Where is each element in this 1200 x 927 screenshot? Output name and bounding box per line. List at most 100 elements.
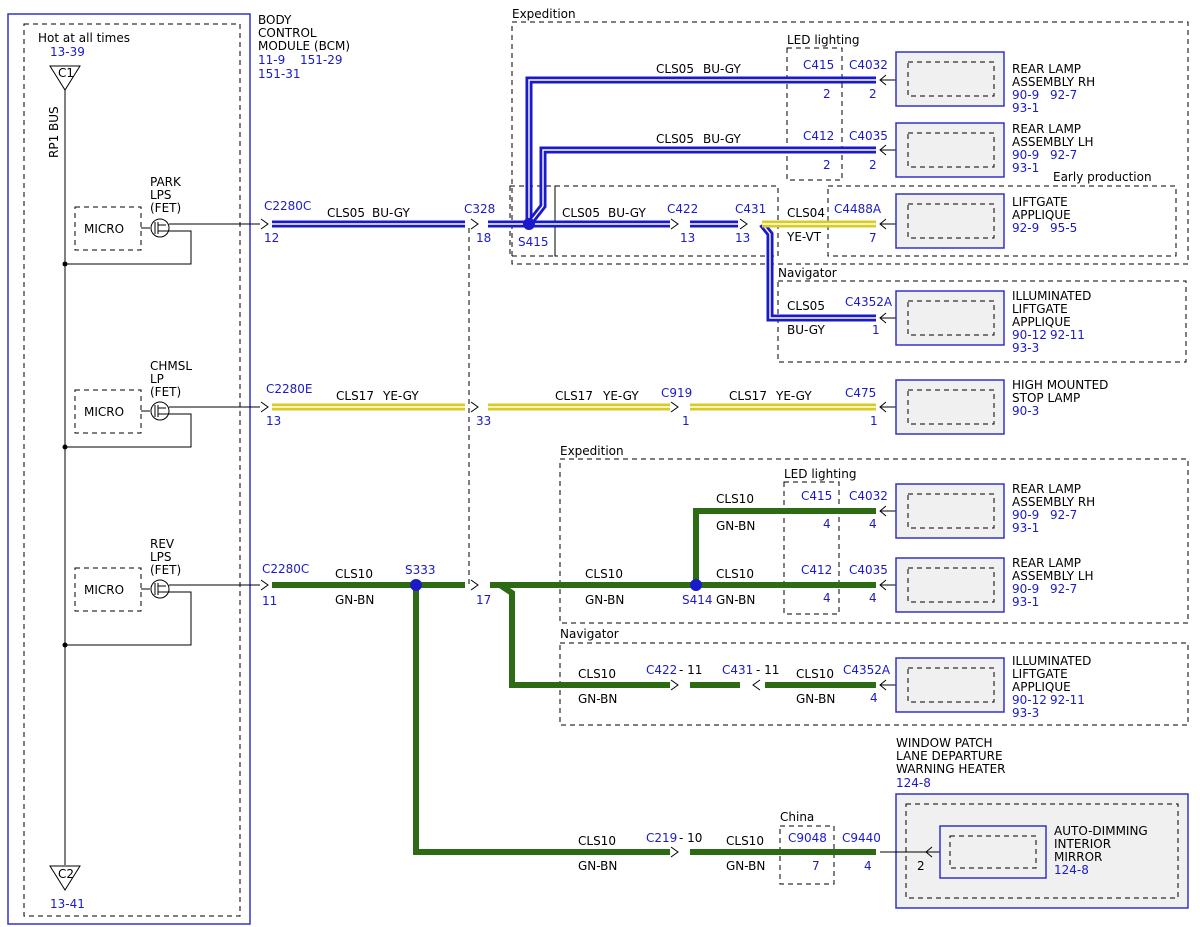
c1-terminal-icon [49, 65, 81, 91]
c1-ref: 13-39 [50, 45, 85, 59]
liftgate-applique: LIFTGATE APPLIQUE 92-9 95-5 [879, 193, 1077, 249]
color-label: BU-GY [703, 132, 741, 146]
pin-label: 4 [869, 591, 877, 605]
circuit-label: CLS10 [578, 834, 616, 848]
illuminated-liftgate-top: ILLUMINATED LIFTGATE APPLIQUE 90-12 92-1… [879, 289, 1091, 355]
c2-label: C2 [58, 867, 74, 881]
c1-label: C1 [58, 66, 74, 80]
illum-bot-ref-2: 92-11 [1050, 693, 1085, 707]
pin-label: 7 [812, 859, 820, 873]
led-lighting-label-bottom: LED lighting [784, 467, 856, 481]
expedition-label-bottom: Expedition [560, 444, 624, 458]
connector-label-c422: C422 [667, 202, 698, 216]
connector-label-c219: C219 [646, 831, 677, 845]
led-lighting-region-bottom [783, 481, 840, 615]
rev-label-3: (FET) [150, 563, 181, 577]
rear-lh-ref-2: 92-7 [1050, 148, 1077, 162]
illum-top-ref-2: 92-11 [1050, 328, 1085, 342]
illum-bot-name-2: LIFTGATE [1012, 667, 1068, 681]
circuit-label: CLS10 [585, 567, 623, 581]
window-name-2: LANE DEPARTURE [896, 749, 1003, 763]
c2-terminal-icon [49, 865, 81, 891]
circuit-label: CLS10 [726, 834, 764, 848]
illum-bot-ref-1: 90-12 [1012, 693, 1047, 707]
color-label: BU-GY [703, 62, 741, 76]
bcm-ref-1a: 11-9 [258, 53, 285, 67]
splice-s415 [523, 218, 535, 230]
color-label: GN-BN [578, 692, 617, 706]
bcm-ref-1b: 151-29 [300, 53, 343, 67]
bcm-ref-2: 151-31 [258, 67, 301, 81]
color-label: YE-VT [786, 230, 822, 244]
pin-label: 12 [264, 231, 279, 245]
expedition-label-top: Expedition [512, 7, 576, 21]
rear-lamp-lh-bottom: REAR LAMP ASSEMBLY LH 90-9 92-7 93-1 [879, 556, 1094, 613]
rev-label-1: REV [150, 537, 175, 551]
connector-label-c9048: C9048 [788, 831, 827, 845]
window-patch-mirror: WINDOW PATCH LANE DEPARTURE WARNING HEAT… [880, 736, 1189, 909]
illum-top-name-2: LIFTGATE [1012, 302, 1068, 316]
wire-s414-to-c4032-gn [693, 508, 876, 585]
pin-label: 13 [266, 414, 281, 428]
connector-label-c4035: C4035 [849, 563, 888, 577]
pin-label: 1 [870, 414, 878, 428]
bcm-module: Hot at all times 13-39 C1 RP1 BUS C2 13-… [7, 13, 350, 925]
expedition-region-top [511, 21, 1189, 265]
pin-label: 13 [680, 231, 695, 245]
reverse-lamp-circuit [272, 508, 876, 855]
liftgate-name-1: LIFTGATE [1012, 195, 1068, 209]
led-lighting-label-top: LED lighting [787, 33, 859, 47]
illum-bot-ref-3: 93-3 [1012, 706, 1039, 720]
chevron-c422 [670, 218, 679, 230]
connector-label-c4032: C4032 [849, 489, 888, 503]
hot-label: Hot at all times [38, 31, 130, 45]
color-label: YE-GY [602, 389, 639, 403]
bcm-outline [7, 13, 251, 925]
connector-label-c2280e: C2280E [266, 382, 313, 396]
window-name-3: WARNING HEATER [896, 762, 1006, 776]
bcm-title-2: CONTROL [258, 26, 317, 40]
pin-label: 1 [872, 323, 880, 337]
illum-top-name-3: APPLIQUE [1012, 315, 1071, 329]
bcm-inner-region [23, 23, 241, 917]
circuit-label: CLS10 [335, 567, 373, 581]
splice-s414 [690, 579, 702, 591]
labels: CLS05 BU-GY C415 C4032 2 2 CLS05 BU-GY C… [262, 58, 893, 873]
mirror-name-3: MIRROR [1054, 850, 1102, 864]
window-name-1: WINDOW PATCH [896, 736, 993, 750]
circuit-label: CLS04 [787, 206, 825, 220]
mirror-ref: 124-8 [1054, 863, 1089, 877]
rear-lh2-name-2: ASSEMBLY LH [1012, 569, 1094, 583]
chmsl-label-3: (FET) [150, 385, 181, 399]
circuit-label: CLS10 [716, 492, 754, 506]
circuit-label: CLS10 [578, 667, 616, 681]
c2-ref: 13-41 [50, 897, 85, 911]
high-mounted-stop-lamp: HIGH MOUNTED STOP LAMP 90-3 [879, 378, 1108, 435]
pin-label: 17 [476, 593, 491, 607]
chevron-c431-gn [752, 679, 761, 691]
connector-label-c9440: C9440 [842, 831, 881, 845]
pin-label: 2 [869, 87, 877, 101]
rear-rh-ref-3: 93-1 [1012, 101, 1039, 115]
illuminated-liftgate-bottom: ILLUMINATED LIFTGATE APPLIQUE 90-12 92-1… [879, 654, 1091, 720]
rear-lamp-rh-bottom: REAR LAMP ASSEMBLY RH 90-9 92-7 93-1 [879, 482, 1095, 539]
illum-top-name-1: ILLUMINATED [1012, 289, 1091, 303]
color-label: GN-BN [335, 593, 374, 607]
china-label: China [780, 810, 814, 824]
color-label: GN-BN [585, 593, 624, 607]
chevron-c431 [739, 218, 748, 230]
chevron-c919 [670, 401, 679, 413]
circuit-label: CLS17 [555, 389, 593, 403]
illum-bot-name-1: ILLUMINATED [1012, 654, 1091, 668]
splice-label-s414: S414 [682, 593, 713, 607]
connector-label-c431: C431 [735, 202, 766, 216]
chevron-c2280c-park [260, 218, 269, 230]
chevron-c328-rev [470, 579, 479, 591]
park-label-2: LPS [150, 188, 172, 202]
pin-label: 2 [823, 158, 831, 172]
rear-rh2-ref-1: 90-9 [1012, 508, 1039, 522]
hmsl-ref: 90-3 [1012, 404, 1039, 418]
rear-lh2-ref-2: 92-7 [1050, 582, 1077, 596]
rear-rh-name-2: ASSEMBLY RH [1012, 75, 1095, 89]
rear-lh-name-2: ASSEMBLY LH [1012, 135, 1094, 149]
